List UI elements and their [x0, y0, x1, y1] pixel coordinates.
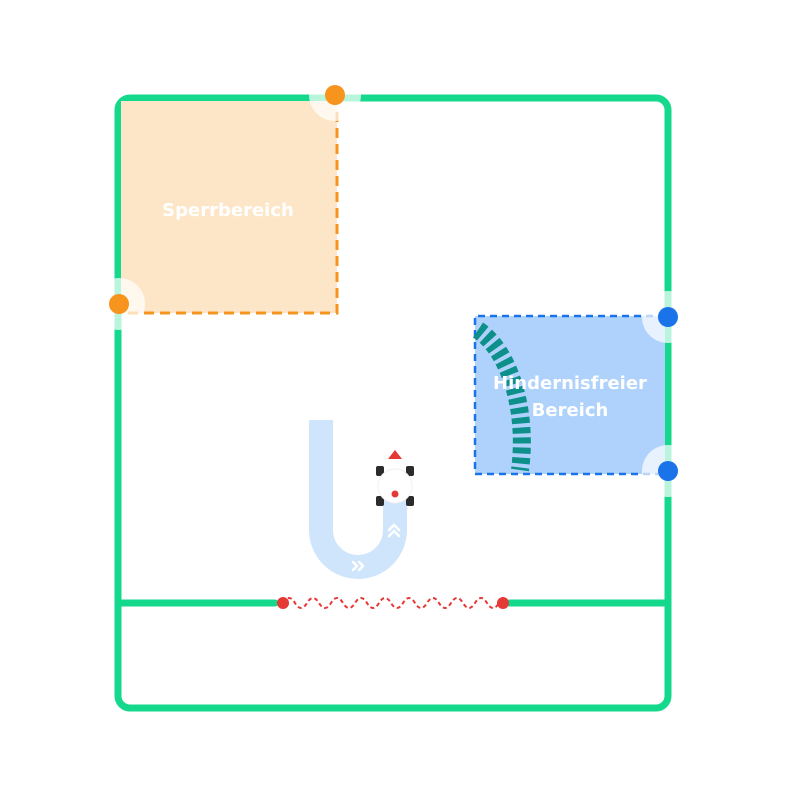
- obstacle-free-zone: Hindernisfreier Bereich: [472, 314, 665, 476]
- robot-mower-icon[interactable]: [376, 450, 414, 506]
- boundary-wire: [277, 597, 509, 609]
- obstacle-free-label-line2: Bereich: [532, 400, 609, 421]
- chevron-up-icon: [387, 523, 401, 538]
- wire-endpoint-right[interactable]: [497, 597, 509, 609]
- obstacle-arc: [472, 322, 531, 472]
- restricted-zone-handle-left[interactable]: [93, 278, 145, 330]
- restricted-zone-handle-top[interactable]: [309, 69, 361, 121]
- obstacle-free-handle-top[interactable]: [642, 291, 694, 343]
- chevron-right-icon: [351, 560, 365, 572]
- svg-text:Bereich: Bereich: [532, 400, 609, 421]
- restricted-zone: Sperrbereich: [121, 101, 339, 315]
- obstacle-free-handle-bottom[interactable]: [642, 445, 694, 497]
- outer-boundary: [114, 94, 672, 712]
- mowing-path: [309, 420, 407, 579]
- wire-endpoint-left[interactable]: [277, 597, 289, 609]
- obstacle-free-label-line1: Hindernisfreier: [493, 373, 647, 394]
- svg-text:Hindernisfreier: Hindernisfreier: [493, 373, 647, 394]
- restricted-zone-label: Sperrbereich: [162, 200, 294, 221]
